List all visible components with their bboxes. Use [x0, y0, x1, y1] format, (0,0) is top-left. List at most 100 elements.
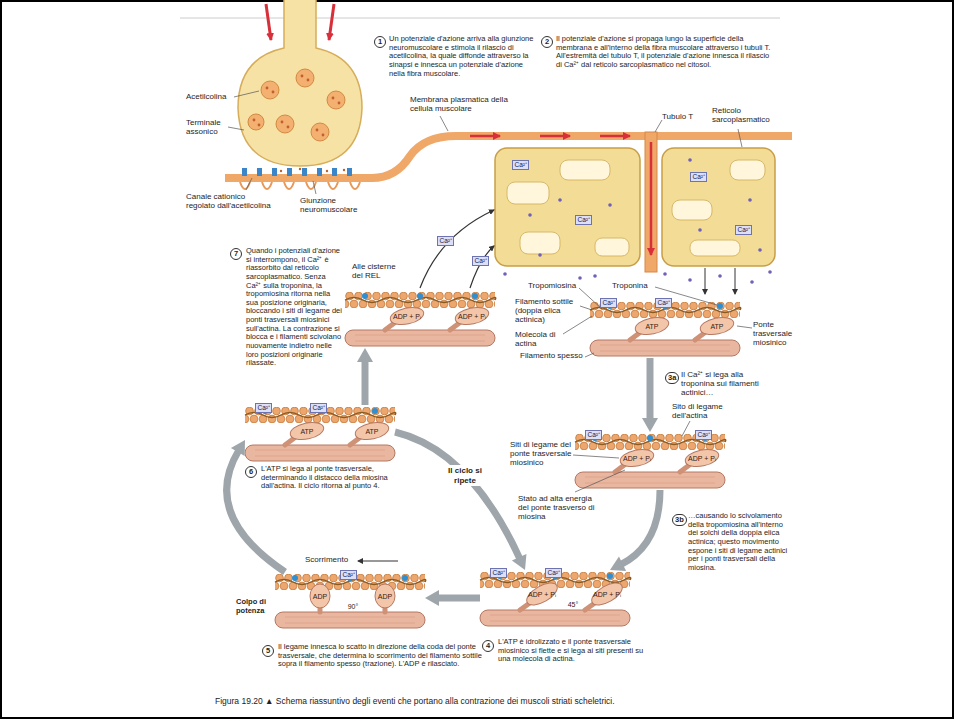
- label-text: L'ATP è idrolizzato e il ponte trasversa…: [498, 638, 648, 664]
- head-label: ADP + Pᵢ: [393, 313, 421, 320]
- filament-panel-art: [575, 434, 726, 488]
- filament-panel-art: [450, 305, 490, 330]
- cycle-arrow: [610, 490, 660, 571]
- callout-number: 3b: [672, 514, 687, 526]
- acetylcholine-dot: [280, 170, 282, 172]
- acetylcholine-dot: [281, 121, 284, 124]
- synaptic-vesicle: [327, 91, 345, 109]
- calcium-ion-tag: Ca²⁺: [600, 298, 617, 308]
- filament-panel-art: [345, 330, 495, 346]
- acetylcholine-dot: [287, 126, 290, 129]
- head-label: ATP: [710, 323, 723, 330]
- synaptic-vesicle: [276, 115, 294, 133]
- cation-channel: [242, 168, 352, 176]
- callout-number: 5: [262, 645, 274, 657]
- acetylcholine-dot: [301, 75, 304, 78]
- calcium-ion-tag: Ca²⁺: [655, 298, 672, 308]
- callout-number: 6: [245, 466, 257, 478]
- calcium-dot: [503, 272, 507, 276]
- leader-line: [737, 326, 752, 328]
- label-text: Tropomiosina: [528, 281, 576, 290]
- cycle-arrow-head: [642, 418, 658, 432]
- leader-line: [228, 91, 752, 492]
- head-label: ATP: [645, 323, 658, 330]
- top-rule: [180, 18, 780, 19]
- calcium-dot: [748, 198, 752, 202]
- label-text: Alle cisterne del REL: [352, 262, 404, 280]
- acetylcholine-dot: [332, 97, 335, 100]
- filament-panel-art: [480, 610, 630, 626]
- calcium-dot: [758, 248, 762, 252]
- cation-channel: [272, 168, 277, 176]
- label-text: Un potenziale d'azione arriva alla giunz…: [389, 35, 539, 78]
- calcium-dot: [578, 276, 582, 280]
- calcium-ion-tag: Ca²⁺: [575, 215, 592, 225]
- leader-line: [440, 116, 448, 131]
- calcium-ion-tag: Ca²⁺: [490, 568, 507, 578]
- label-text: Molecola di actina: [515, 330, 573, 348]
- label-text: Il potenziale d'azione si propaga lungo …: [556, 35, 771, 70]
- head-label: ADP + Pᵢ: [688, 455, 716, 462]
- figure-caption: Figura 19.20 ▲ Schema riassuntivo degli …: [215, 697, 775, 707]
- label-text: Stato ad alta energia del ponte trasvers…: [518, 494, 604, 522]
- callout-number: 7: [230, 248, 242, 260]
- axon-terminal: [238, 0, 362, 172]
- filament-panel-art: [480, 572, 631, 626]
- synaptic-vesicle: [311, 123, 329, 141]
- filament-panel-art: [245, 407, 396, 461]
- calcium-ion-tag: Ca²⁺: [340, 570, 357, 580]
- filament-panel-art: [630, 315, 670, 340]
- cycle-arrow: [395, 432, 526, 570]
- sarcoplasmic-reticulum: [507, 182, 549, 204]
- edge-label: Il ciclo si ripete: [440, 465, 490, 485]
- filament-panel-art: [350, 420, 390, 445]
- cation-channel: [317, 168, 322, 176]
- calcium-reuptake-arrow: [420, 210, 494, 288]
- calcium-reuptake-arrow: [420, 210, 494, 288]
- label-text: Tubulo T: [662, 112, 693, 121]
- calcium-dot: [768, 270, 772, 274]
- cycle-arrow-head: [610, 557, 626, 571]
- acetylcholine-dot: [266, 87, 269, 90]
- cation-channel: [242, 168, 247, 176]
- membrane-action-potential: [600, 135, 630, 138]
- calcium-reuptake-arrow: [470, 246, 494, 288]
- calcium-dot: [593, 274, 597, 278]
- cation-channel: [302, 168, 307, 176]
- sarcoplasmic-reticulum: [662, 148, 775, 266]
- label-text: Colpo di potenza: [236, 598, 272, 615]
- cycle-arrow: [425, 590, 480, 606]
- cation-channel: [347, 168, 352, 176]
- acetylcholine-dot: [343, 169, 345, 171]
- sarcoplasmic-reticulum: [730, 160, 765, 180]
- cycle-arrow-line: [395, 432, 520, 559]
- cycle-arrow-line: [621, 490, 660, 565]
- synaptic-vesicle: [261, 81, 279, 99]
- head-label: ADP + Pᵢ: [593, 591, 621, 598]
- filament-panel-art: [520, 579, 561, 610]
- acetylcholine-dot: [338, 102, 341, 105]
- calcium-dot: [698, 228, 702, 232]
- action-potential-arrow: [329, 4, 334, 40]
- calcium-dot: [608, 203, 612, 207]
- head-label: ADP: [313, 593, 327, 600]
- leader-line: [246, 178, 252, 190]
- calcium-ion-tag: Ca²⁺: [512, 160, 529, 170]
- label-text: Reticolo sarcoplasmatico: [712, 106, 776, 124]
- synaptic-vesicle: [248, 69, 345, 141]
- calcium-ion-tag: Ca²⁺: [255, 403, 272, 413]
- calcium-dot: [503, 158, 772, 284]
- filament-panel-art: [275, 612, 425, 628]
- filament-panel-art: [480, 572, 631, 626]
- label-text: Terminale assonico: [186, 118, 234, 136]
- filament-panel-art: [345, 292, 496, 346]
- label-text: Filamento spesso: [520, 351, 583, 360]
- label-text: …causando lo scivolamento della tropomio…: [688, 512, 788, 572]
- filament-panel-art: [345, 292, 496, 308]
- label-text: Quando i potenziali d'azione si interrom…: [246, 247, 342, 368]
- filament-panel-art: [590, 302, 741, 356]
- calcium-ion-tag: Ca²⁺: [545, 568, 562, 578]
- t-tubule-action-potential: [650, 142, 653, 255]
- filament-panel: ADP + PᵢADP + Pᵢ: [345, 290, 495, 348]
